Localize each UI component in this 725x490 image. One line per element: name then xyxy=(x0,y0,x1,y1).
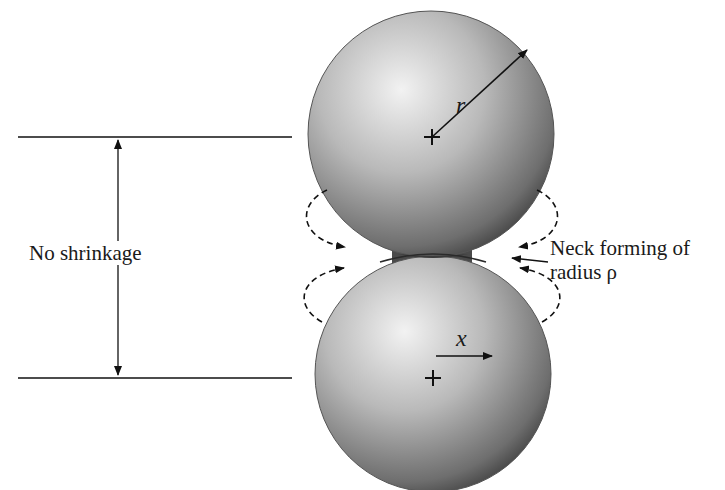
x-arrow xyxy=(436,355,492,357)
neck-label: Neck forming of radius ρ xyxy=(550,236,720,284)
dimension-label: No shrinkage xyxy=(26,241,145,265)
distance-label: x xyxy=(456,325,467,353)
top-sphere xyxy=(308,11,554,257)
neck-leader xyxy=(512,258,548,262)
centre-mark xyxy=(424,129,441,386)
dimension-lines xyxy=(18,137,292,378)
bottom-sphere xyxy=(315,256,551,490)
radius-arrow xyxy=(432,50,527,137)
radius-label: r xyxy=(456,92,465,120)
diffusion-arrows xyxy=(304,190,560,322)
